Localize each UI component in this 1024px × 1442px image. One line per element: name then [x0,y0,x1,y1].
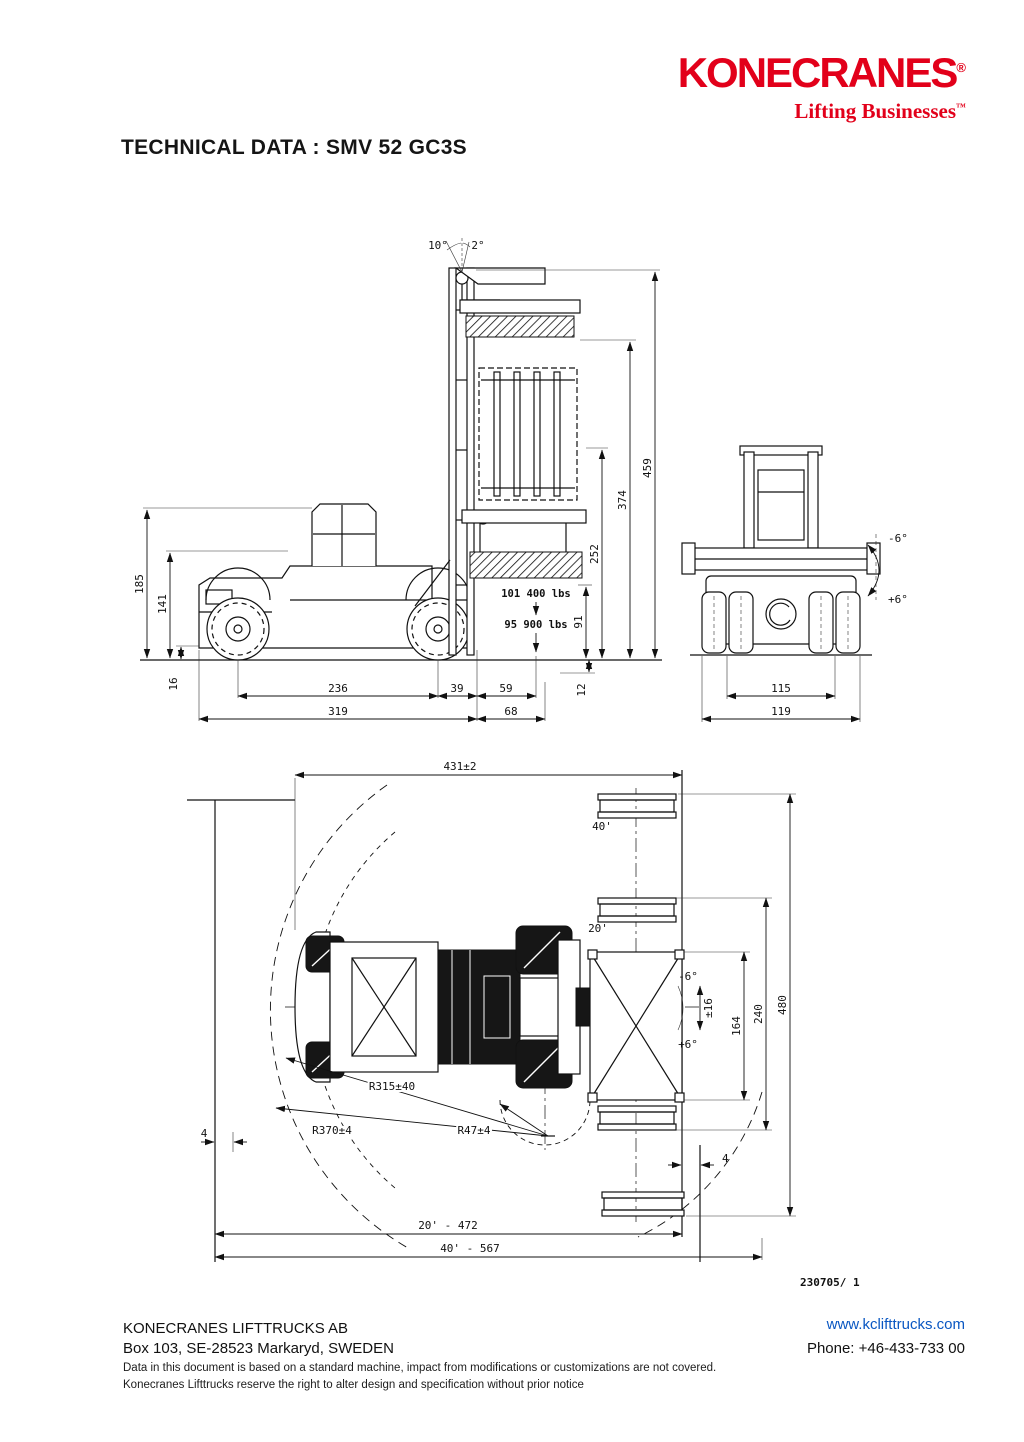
dim-rotation-neg: -6° [678,970,698,983]
website-link[interactable]: www.kclifttrucks.com [826,1316,965,1333]
clearance-right: 4 [668,1152,729,1169]
logo-text: KONECRANES [677,49,959,96]
cab [311,503,377,566]
dim-overall-length: 319 [328,705,348,718]
rear-view-machine [681,445,881,654]
top-spreader [454,267,581,338]
container-beams [597,793,685,1217]
dim-radius-small: R47±4 [457,1124,490,1137]
document-reference: 230705/ 1 [800,1276,860,1289]
footer-contact-block: www.kclifttrucks.com Phone: +46-433-733 … [807,1316,965,1357]
dim-sideshift: ±16 [702,998,715,1018]
side-view-machine [198,267,587,661]
logo-tagline: Lifting Businesses™ [794,99,966,123]
spreader-tilt-angles: -6° +6° [867,532,908,606]
dim-tilt-back: 10° [428,239,448,252]
container-swing-arc [637,1091,763,1238]
rear-view: -6° +6° 115 119 [681,445,908,723]
dim-clearance-left: 4 [201,1127,208,1140]
dim-ground-step: 16 [167,677,180,690]
dim-under-clearance: 12 [575,683,588,696]
dim-radius-mid: R315±40 [369,1080,415,1093]
dim-overall-width: 119 [771,705,791,718]
dim-tilt-forward: 2° [471,239,484,252]
capacity-labels: 101 400 lbs 95 900 lbs [501,588,571,653]
page-title: TECHNICAL DATA : SMV 52 GC3S [121,136,467,159]
lower-spreader [461,509,587,579]
dim-clearance-right: 4 [722,1152,729,1165]
logo-wordmark: KONECRANES® [678,52,966,94]
container-outline [478,367,578,501]
dim-front-length: 68 [504,705,517,718]
dim-aisle-20ft: 20' - 472 [418,1219,478,1232]
dim-mid-length: 240 [752,1004,765,1024]
dim-cab-height: 185 [133,574,146,594]
clearance-left: 4 [201,1127,247,1152]
rear-wheel [206,597,270,661]
brand-logo: KONECRANES® Lifting Businesses™ [678,52,966,124]
phone-number: Phone: +46-433-733 00 [806,1340,965,1357]
top-view-spreader [587,949,685,1103]
radius-labels: R315±40 R370±4 R47±4 [275,1057,555,1139]
sideshift-group: -6° ±16 +6° [677,970,715,1051]
small-turning-arc [499,1099,591,1146]
capacity-upper-label: 101 400 lbs [501,588,571,600]
dim-lowered-height: 91 [572,615,585,628]
dim-axle-to-face: 39 [450,682,463,695]
capacity-lower-label: 95 900 lbs [504,619,567,631]
dim-wheelbase: 236 [328,682,348,695]
dim-mast-height: 374 [616,490,629,510]
registered-mark: ® [956,60,966,75]
disclaimer-line-1: Data in this document is based on a stan… [123,1362,717,1374]
company-address: Box 103, SE-28523 Markaryd, SWEDEN [123,1340,394,1357]
dim-radius-outer: R370±4 [312,1124,352,1137]
dim-spreader-height: 252 [588,544,601,564]
dim-rear-to-wall: 431±2 [443,760,476,773]
disclaimer-line-2: Konecranes Lifttrucks reserve the right … [123,1379,584,1391]
mast-tilt-angles: 10° 2° [428,238,485,273]
label-container-20: 20' [588,922,608,935]
dim-aisle-40ft: 40' - 567 [440,1242,500,1255]
label-container-40: 40' [592,820,612,833]
dim-track-width: 115 [771,682,791,695]
dim-tilt-up: -6° [888,532,908,545]
dim-spreader-length: 164 [730,1016,743,1036]
dim-face-to-load: 59 [499,682,512,695]
trademark-mark: ™ [956,102,966,113]
dim-rotation-pos: +6° [678,1038,698,1051]
side-view: 101 400 lbs 95 900 lbs 10° 2° 185 [133,238,662,723]
dim-outer-length: 480 [776,995,789,1015]
dim-body-height: 141 [156,594,169,614]
front-wheel [406,597,470,661]
dim-tilt-down: +6° [888,593,908,606]
dim-max-height: 459 [641,458,654,478]
top-view-machine [294,925,593,1089]
footer-company-block: KONECRANES LIFTTRUCKS AB Box 103, SE-285… [123,1320,716,1391]
outer-turning-arc [269,784,409,1249]
top-view: 40' 20' 431±2 -6° ±16 +6° 164 [187,760,796,1262]
company-name: KONECRANES LIFTTRUCKS AB [123,1320,349,1337]
